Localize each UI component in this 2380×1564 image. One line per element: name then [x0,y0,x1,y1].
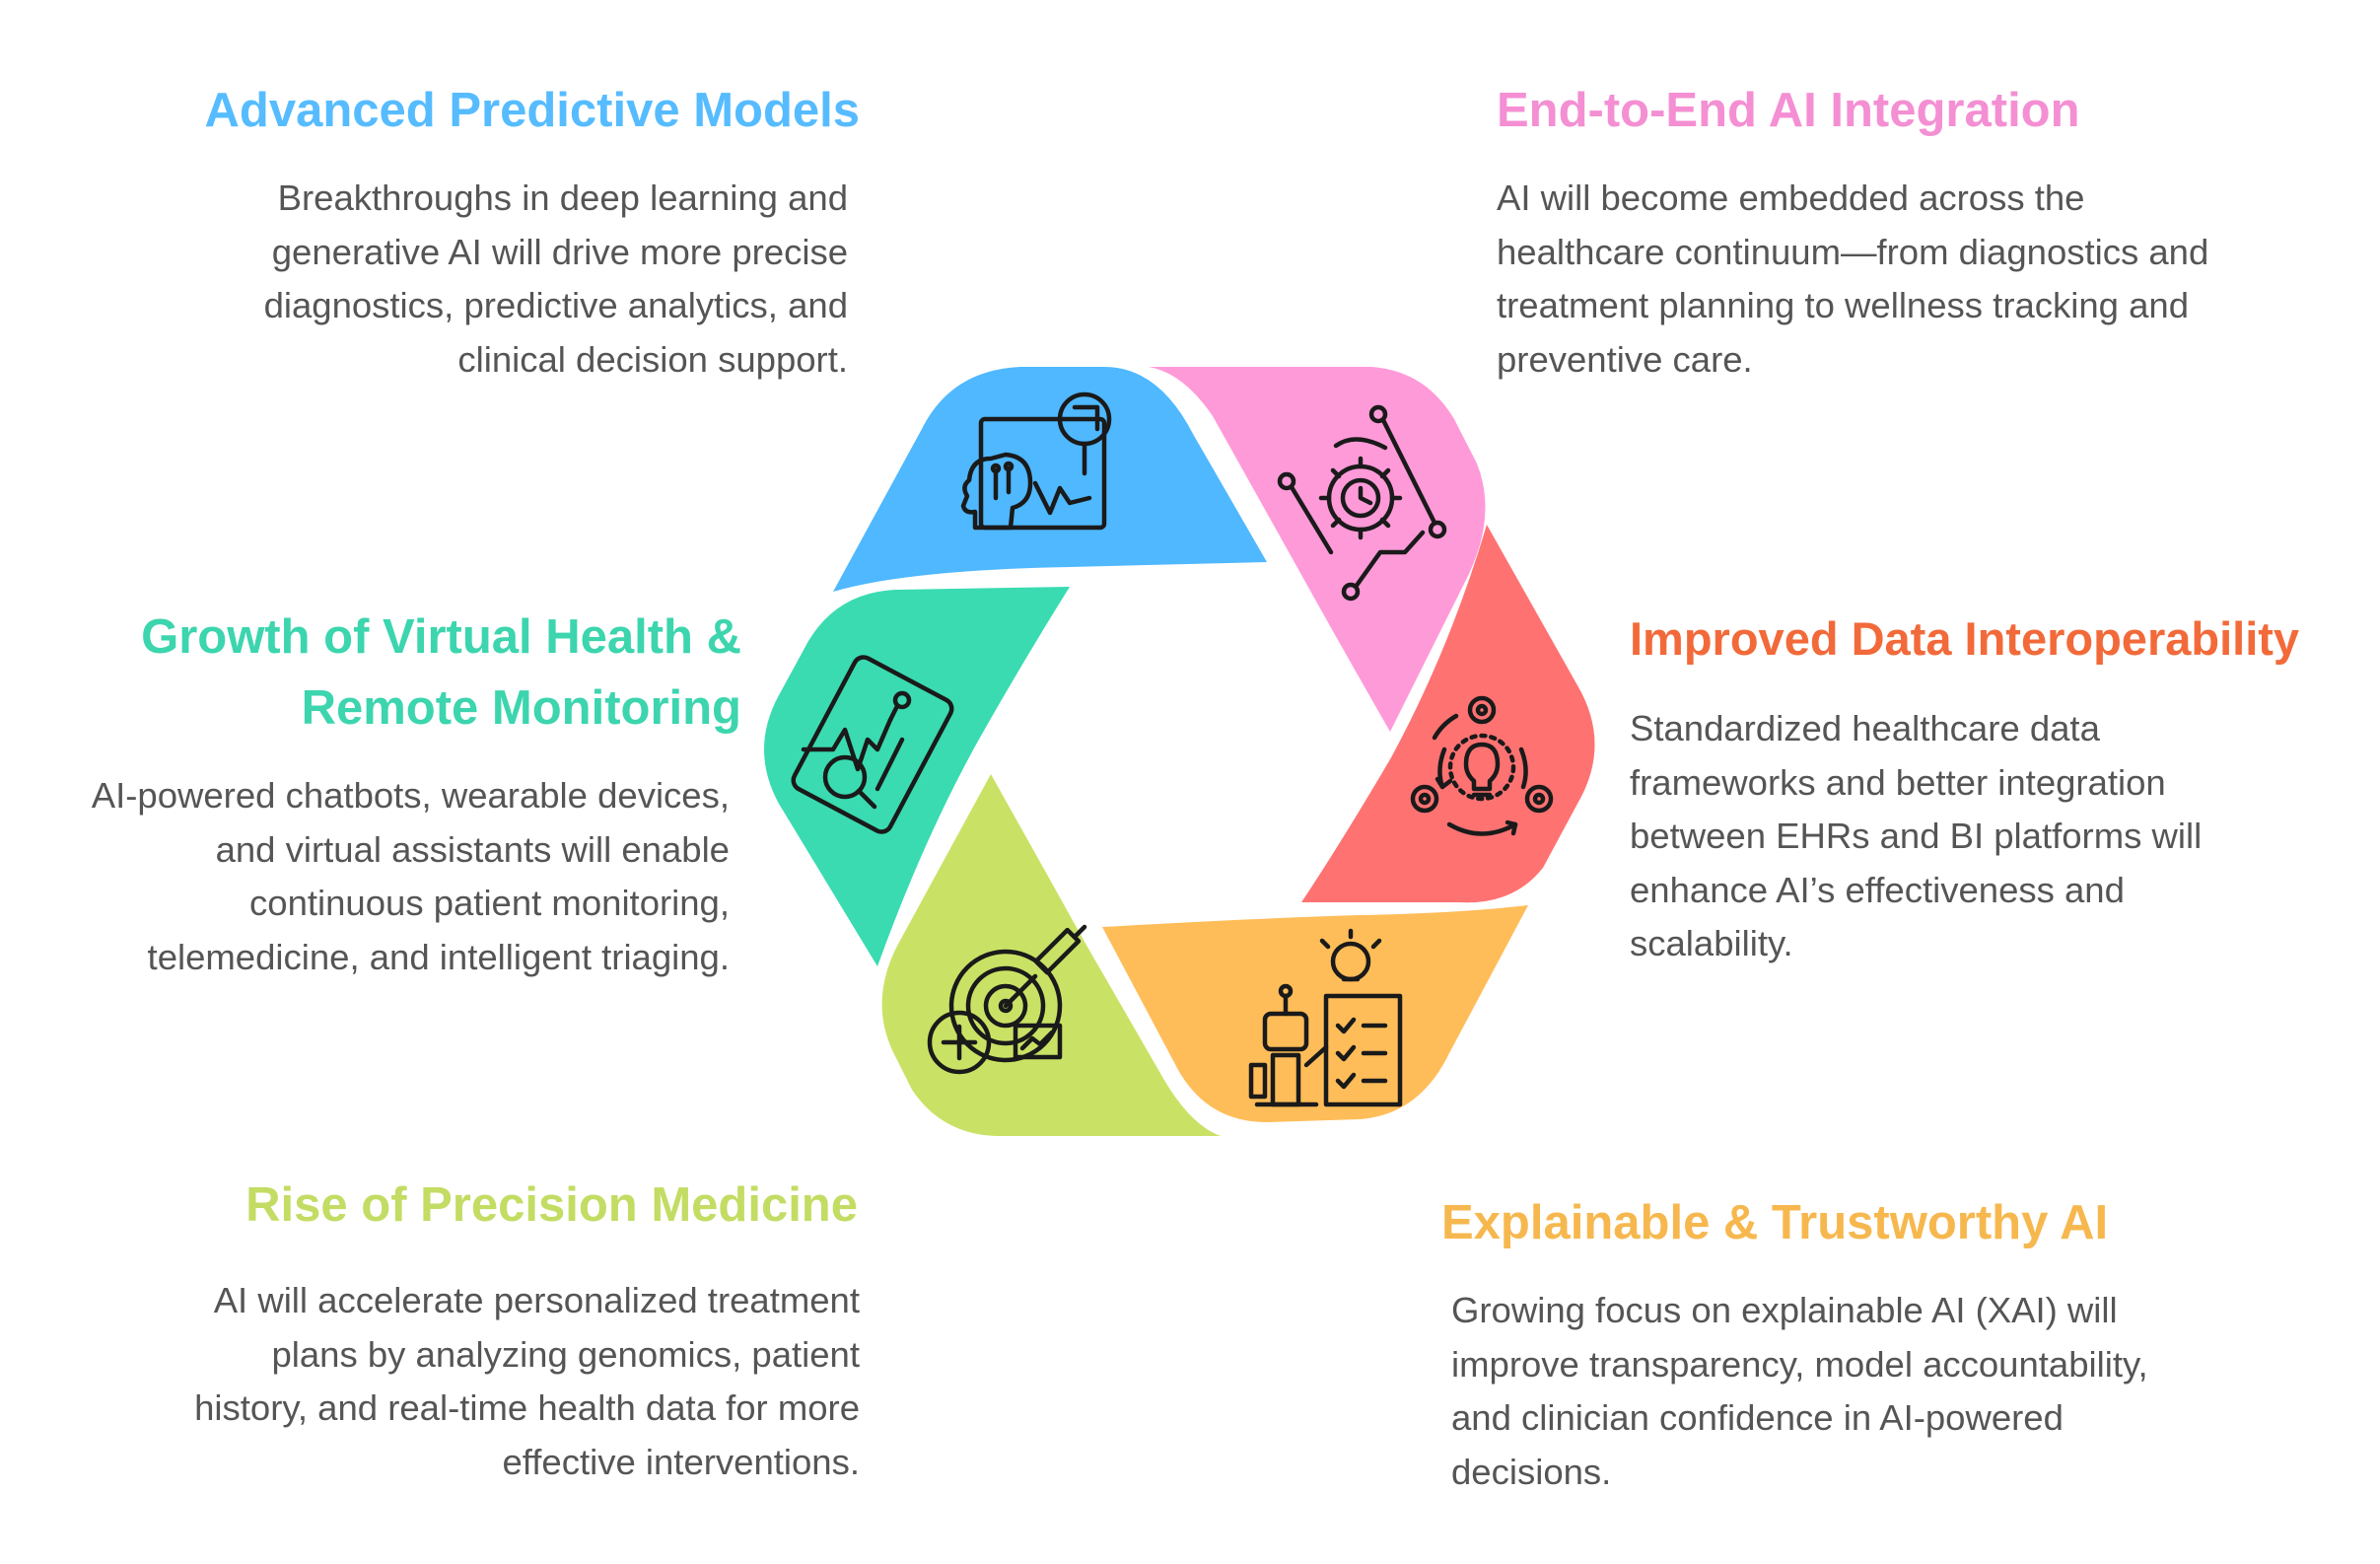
body-virtual-health-remote-monitoring: AI-powered chatbots, wearable devices, a… [30,769,730,984]
body-line: between EHRs and BI platforms will [1630,816,2203,856]
ai-head-analytics-icon [960,391,1112,531]
body-line: effective interventions. [502,1441,860,1482]
body-line: scalability. [1630,923,1793,963]
body-line: treatment planning to wellness tracking … [1497,285,2190,325]
body-line: preventive care. [1497,338,1753,380]
segment-advanced-predictive-models [833,367,1267,592]
body-line: Standardized healthcare data [1630,708,2100,748]
segment-explainable-trustworthy-ai [1102,905,1528,1122]
title-explainable-trustworthy-ai: Explainable & Trustworthy AI [1441,1196,2109,1249]
body-line: plans by analyzing genomics, patient [271,1333,860,1375]
body-line: and clinician confidence in AI-powered [1451,1397,2064,1438]
body-line: Growing focus on explainable AI (XAI) wi… [1451,1290,2118,1330]
body-improved-data-interoperability: Standardized healthcare data frameworks … [1630,702,2359,971]
body-rise-of-precision-medicine: AI will accelerate personalized treatmen… [99,1274,860,1489]
title-improved-data-interoperability: Improved Data Interoperability [1630,612,2300,665]
title-line: Remote Monitoring [301,681,741,735]
body-line: Breakthroughs in deep learning and [277,178,848,218]
body-line: AI will become embedded across the [1497,178,2085,218]
body-line: enhance AI’s effectiveness and [1630,869,2125,910]
tablet-heartbeat-icon [791,655,954,834]
body-line: frameworks and better integration [1630,761,2166,803]
body-line: continuous patient monitoring, [249,883,730,923]
body-end-to-end-ai-integration: AI will become embedded across the healt… [1497,172,2305,387]
body-advanced-predictive-models: Breakthroughs in deep learning and gener… [148,172,848,387]
body-line: decisions. [1451,1451,1612,1492]
body-explainable-trustworthy-ai: Growing focus on explainable AI (XAI) wi… [1451,1284,2240,1499]
gear-circuit-icon [1277,404,1447,602]
body-line: diagnostics, predictive analytics, and [263,285,848,325]
body-line: and virtual assistants will enable [215,828,730,870]
title-rise-of-precision-medicine: Rise of Precision Medicine [245,1178,858,1232]
body-line: clinical decision support. [457,338,848,380]
target-syringe-icon [927,924,1087,1075]
body-line: telemedicine, and intelligent triaging. [147,936,730,977]
body-line: history, and real-time health data for m… [194,1387,860,1428]
segment-improved-data-interoperability [1301,525,1595,903]
robot-checklist-icon [1248,928,1403,1107]
title-line: Growth of Virtual Health & [141,610,741,664]
body-line: AI will accelerate personalized treatmen… [213,1280,860,1320]
lightbulb-gears-cycle-icon [1410,695,1554,836]
body-line: generative AI will drive more precise [271,231,848,272]
title-virtual-health-remote-monitoring: Growth of Virtual Health & Remote Monito… [59,602,741,744]
title-end-to-end-ai-integration: End-to-End AI Integration [1497,84,2080,137]
body-line: healthcare continuum—from diagnostics an… [1497,231,2209,272]
title-advanced-predictive-models: Advanced Predictive Models [204,84,860,137]
body-line: improve transparency, model accountabili… [1451,1343,2148,1385]
body-line: AI-powered chatbots, wearable devices, [91,775,730,816]
